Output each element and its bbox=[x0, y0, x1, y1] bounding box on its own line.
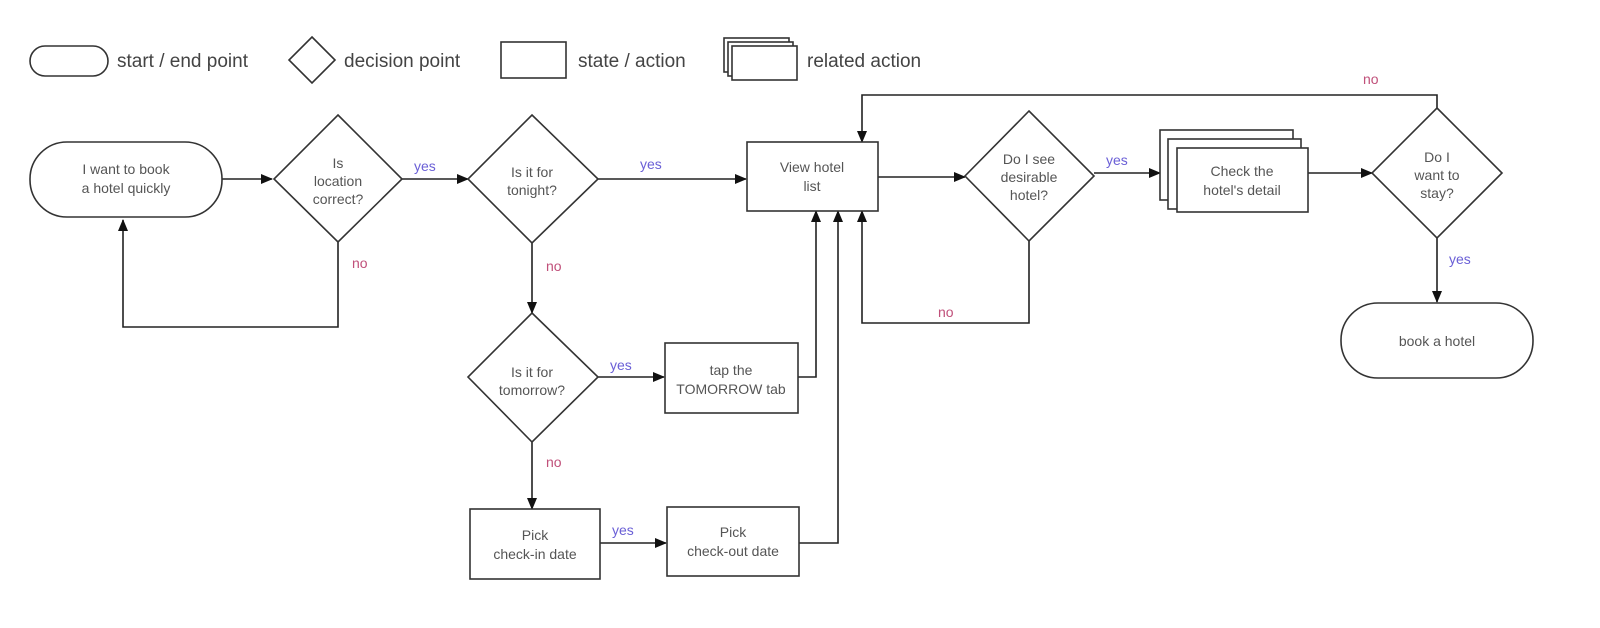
label-stay-yes: yes bbox=[1449, 251, 1471, 267]
label-location-yes: yes bbox=[414, 158, 436, 174]
node-desirable-decision: Do I see desirable hotel? bbox=[963, 109, 1096, 243]
node-tomorrow-line-2: tomorrow? bbox=[499, 382, 565, 398]
node-start: I want to book a hotel quickly bbox=[29, 141, 223, 218]
legend-related-label: related action bbox=[807, 51, 921, 72]
node-stay-line-1: Do I bbox=[1424, 149, 1450, 165]
node-start-line-2: a hotel quickly bbox=[82, 180, 171, 196]
node-view-list: View hotel list bbox=[746, 141, 879, 212]
node-view-list-line-1: View hotel bbox=[780, 159, 844, 175]
edge-tap-to-list bbox=[798, 210, 821, 378]
legend-terminal-shape bbox=[29, 45, 109, 77]
edge-stay-no-loop bbox=[857, 94, 1438, 143]
node-detail-line-2: hotel's detail bbox=[1203, 182, 1280, 198]
node-tap-line-2: TOMORROW tab bbox=[676, 381, 786, 397]
node-check-in-line-1: Pick bbox=[522, 527, 549, 543]
node-tomorrow-decision: Is it for tomorrow? bbox=[466, 311, 600, 444]
node-book-line-1: book a hotel bbox=[1399, 333, 1475, 349]
label-tonight-yes: yes bbox=[640, 156, 662, 172]
label-stay-no: no bbox=[1363, 71, 1379, 87]
legend-action-shape bbox=[500, 41, 567, 79]
node-check-in: Pick check-in date bbox=[469, 508, 601, 580]
legend-related-shape bbox=[723, 37, 798, 81]
node-start-line-1: I want to book bbox=[82, 161, 170, 177]
node-desirable-line-2: desirable bbox=[1001, 169, 1058, 185]
node-tonight-line-2: tonight? bbox=[507, 182, 557, 198]
legend-decision-label: decision point bbox=[344, 51, 461, 72]
label-desirable-yes: yes bbox=[1106, 152, 1128, 168]
label-checkin-yes: yes bbox=[612, 522, 634, 538]
edge-location-no-loop bbox=[118, 219, 339, 328]
edge-desirable-no-loop bbox=[857, 210, 1030, 324]
node-detail-line-1: Check the bbox=[1210, 163, 1273, 179]
node-location-decision: Is location correct? bbox=[272, 113, 404, 244]
label-tonight-no: no bbox=[546, 258, 562, 274]
edges bbox=[118, 94, 1442, 548]
legend-decision-shape bbox=[287, 35, 337, 85]
node-tomorrow-line-1: Is it for bbox=[511, 364, 553, 380]
node-location-line-1: Is bbox=[333, 155, 344, 171]
edge-labels: yes no yes no yes no yes no yes no yes bbox=[352, 71, 1471, 538]
label-tomorrow-no: no bbox=[546, 454, 562, 470]
node-check-out-line-2: check-out date bbox=[687, 543, 779, 559]
label-desirable-no: no bbox=[938, 304, 954, 320]
node-tap-tomorrow: tap the TOMORROW tab bbox=[664, 342, 799, 414]
legend-terminal-label: start / end point bbox=[117, 51, 249, 72]
node-check-out: Pick check-out date bbox=[666, 506, 800, 577]
label-location-no: no bbox=[352, 255, 368, 271]
node-desirable-line-3: hotel? bbox=[1010, 187, 1048, 203]
node-detail-stacked: Check the hotel's detail bbox=[1159, 129, 1309, 213]
node-location-line-3: correct? bbox=[313, 191, 364, 207]
node-check-out-line-1: Pick bbox=[720, 524, 747, 540]
edge-checkout-to-list bbox=[799, 210, 843, 544]
node-desirable-line-1: Do I see bbox=[1003, 151, 1055, 167]
legend-action-label: state / action bbox=[578, 51, 686, 72]
node-stay-decision: Do I want to stay? bbox=[1370, 106, 1504, 240]
node-book: book a hotel bbox=[1340, 302, 1534, 379]
node-tonight-line-1: Is it for bbox=[511, 164, 553, 180]
node-check-in-line-2: check-in date bbox=[493, 546, 576, 562]
node-stay-line-3: stay? bbox=[1420, 185, 1454, 201]
node-tonight-decision: Is it for tonight? bbox=[466, 113, 600, 245]
node-view-list-line-2: list bbox=[803, 178, 820, 194]
node-location-line-2: location bbox=[314, 173, 362, 189]
node-stay-line-2: want to bbox=[1413, 167, 1459, 183]
legend: start / end point decision point state /… bbox=[29, 35, 921, 85]
label-tomorrow-yes: yes bbox=[610, 357, 632, 373]
node-tap-line-1: tap the bbox=[710, 362, 753, 378]
